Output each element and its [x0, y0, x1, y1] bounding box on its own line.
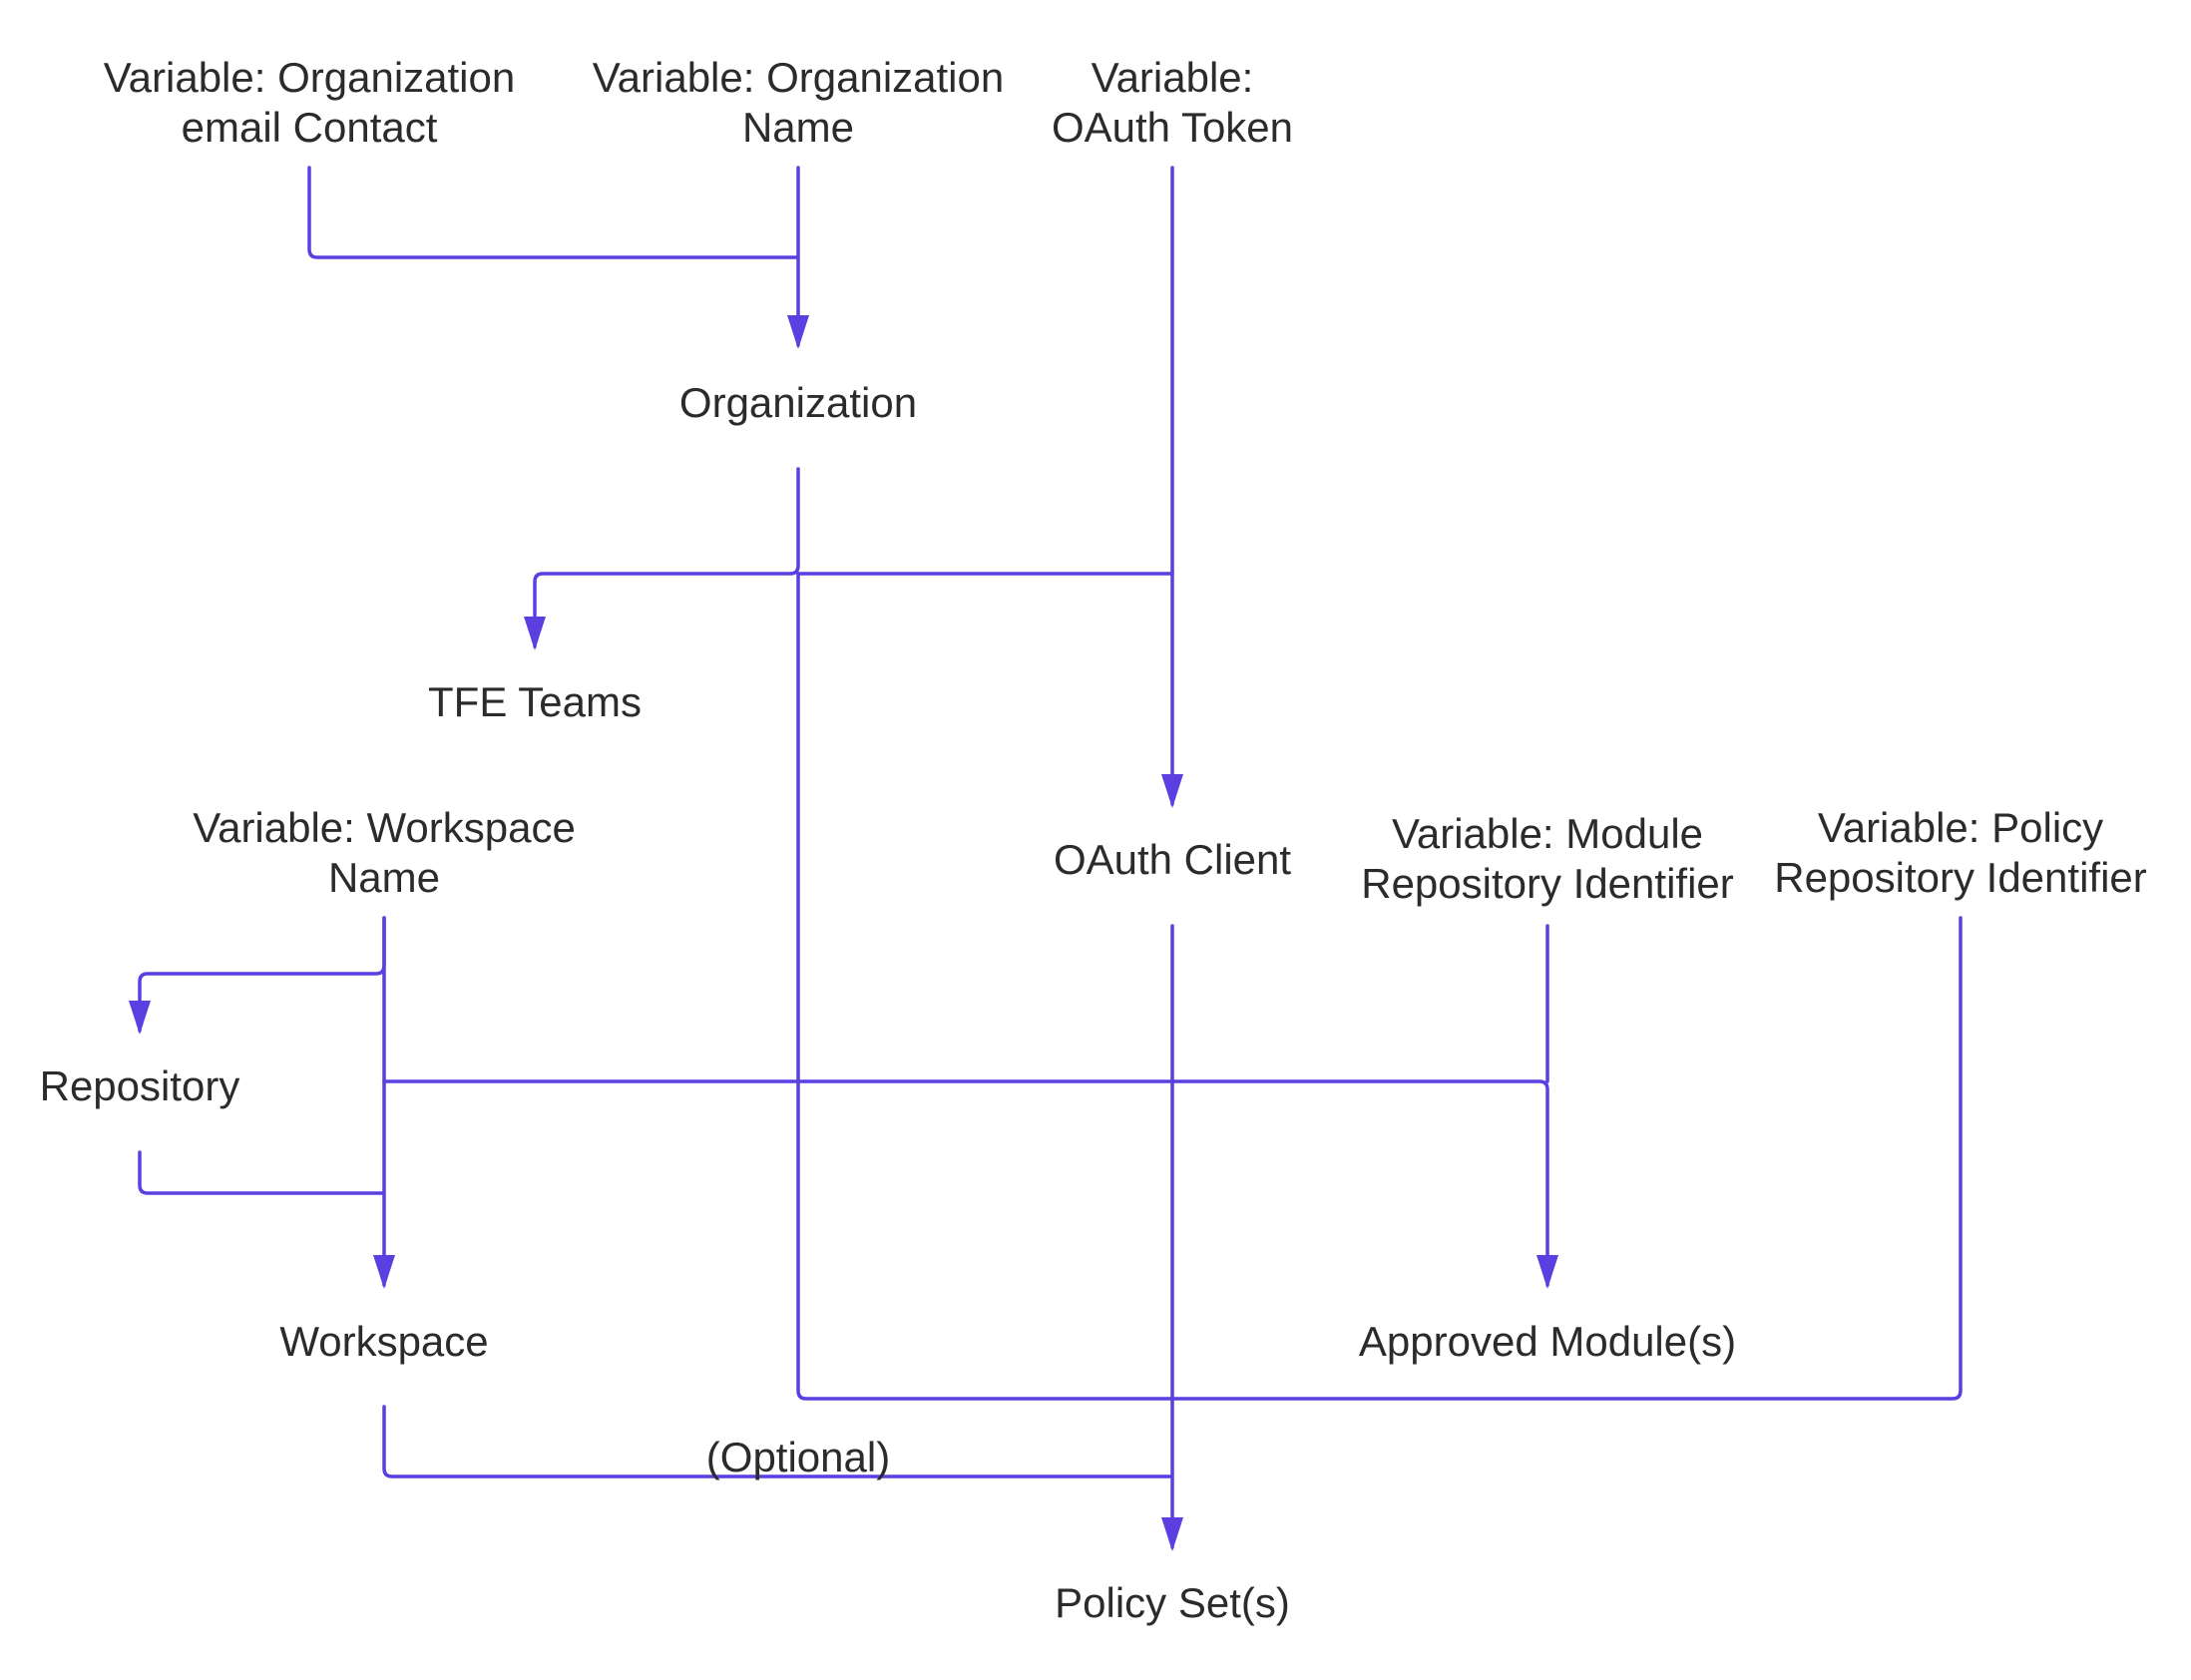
edge-workspace-name-to-repository-line	[136, 916, 386, 1033]
node-var-workspace-name-line-2: Name	[328, 854, 440, 901]
edge-policy-repo-to-policy-sets-line	[1170, 916, 1963, 1401]
node-oauth-client: OAuth Client	[1054, 836, 1291, 883]
node-workspace: Workspace	[279, 1318, 488, 1365]
edge-organization-to-tfe-teams	[531, 467, 800, 648]
arrowhead-2	[524, 617, 546, 650]
node-oauth-client-line-1: OAuth Client	[1054, 836, 1291, 883]
node-var-oauth-token: Variable:OAuth Token	[1052, 54, 1293, 151]
node-approved-modules-line-1: Approved Module(s)	[1359, 1318, 1736, 1365]
edge-workspace-name-to-repository	[136, 916, 386, 1033]
arrowhead-5	[373, 1255, 395, 1289]
node-var-module-repo-line-1: Variable: Module	[1392, 810, 1703, 857]
edge-repository-to-workspace	[138, 1150, 386, 1195]
edge-organization-trunk-line	[796, 572, 1174, 1401]
node-tfe-teams: TFE Teams	[428, 678, 642, 725]
arrowhead-7	[1161, 1517, 1183, 1551]
edge-org-email-to-organization	[307, 166, 800, 259]
arrowhead-6	[1536, 1255, 1558, 1289]
node-optional-label-line-1: (Optional)	[706, 1434, 890, 1480]
edge-workspace-to-policy-sets	[382, 1405, 1174, 1478]
node-var-org-email-line-2: email Contact	[182, 104, 438, 151]
edge-organization-to-tfe-teams-line	[531, 467, 800, 648]
arrowhead-1	[787, 315, 809, 349]
node-repository: Repository	[40, 1062, 240, 1109]
edge-shared-bus-to-approved-modules-line	[382, 1079, 1551, 1287]
arrowhead-3	[1161, 774, 1183, 808]
edge-organization-trunk	[796, 572, 1174, 1401]
node-policy-sets: Policy Set(s)	[1055, 1579, 1290, 1626]
edge-repository-to-workspace-line	[138, 1150, 386, 1195]
node-var-policy-repo-line-2: Repository Identifier	[1774, 854, 2147, 901]
node-var-policy-repo-line-1: Variable: Policy	[1818, 804, 2103, 851]
edge-org-email-to-organization-line	[307, 166, 800, 259]
node-policy-sets-line-1: Policy Set(s)	[1055, 1579, 1290, 1626]
node-workspace-line-1: Workspace	[279, 1318, 488, 1365]
node-repository-line-1: Repository	[40, 1062, 240, 1109]
node-approved-modules: Approved Module(s)	[1359, 1318, 1736, 1365]
edge-shared-bus-to-approved-modules	[382, 1079, 1551, 1287]
node-optional-label: (Optional)	[706, 1434, 890, 1480]
node-organization-line-1: Organization	[679, 379, 917, 426]
node-var-org-email-line-1: Variable: Organization	[104, 54, 515, 101]
node-var-module-repo-line-2: Repository Identifier	[1361, 860, 1734, 907]
node-var-oauth-token-line-2: OAuth Token	[1052, 104, 1293, 151]
node-var-org-name-line-1: Variable: Organization	[593, 54, 1004, 101]
edge-workspace-to-policy-sets-line	[382, 1405, 1174, 1478]
edge-policy-repo-to-policy-sets	[1170, 916, 1963, 1401]
node-organization: Organization	[679, 379, 917, 426]
edges-layer	[129, 166, 1963, 1551]
arrowhead-4	[129, 1001, 151, 1035]
node-var-workspace-name-line-1: Variable: Workspace	[193, 804, 576, 851]
node-var-org-name-line-2: Name	[742, 104, 854, 151]
node-var-oauth-token-line-1: Variable:	[1092, 54, 1254, 101]
node-tfe-teams-line-1: TFE Teams	[428, 678, 642, 725]
